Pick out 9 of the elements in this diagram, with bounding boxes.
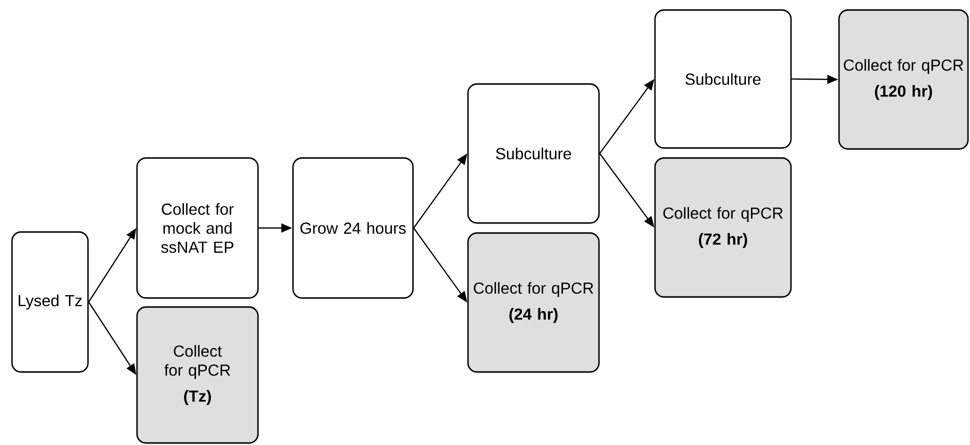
process-box: Subculture bbox=[654, 9, 792, 149]
process-box: Subculture bbox=[467, 83, 600, 224]
process-box: Grow 24 hours bbox=[292, 157, 414, 299]
sample-box: Collect for qPCR (120 hr) bbox=[838, 9, 969, 150]
sample-box: Collect for qPCR (Tz) bbox=[136, 306, 259, 444]
process-box: Collect for mock and ssNAT EP bbox=[136, 157, 259, 299]
process-box: Lysed Tz bbox=[11, 231, 89, 373]
sample-box: Collect for qPCR (72 hr) bbox=[654, 157, 792, 298]
sample-box: Collect for qPCR (24 hr) bbox=[467, 232, 600, 373]
